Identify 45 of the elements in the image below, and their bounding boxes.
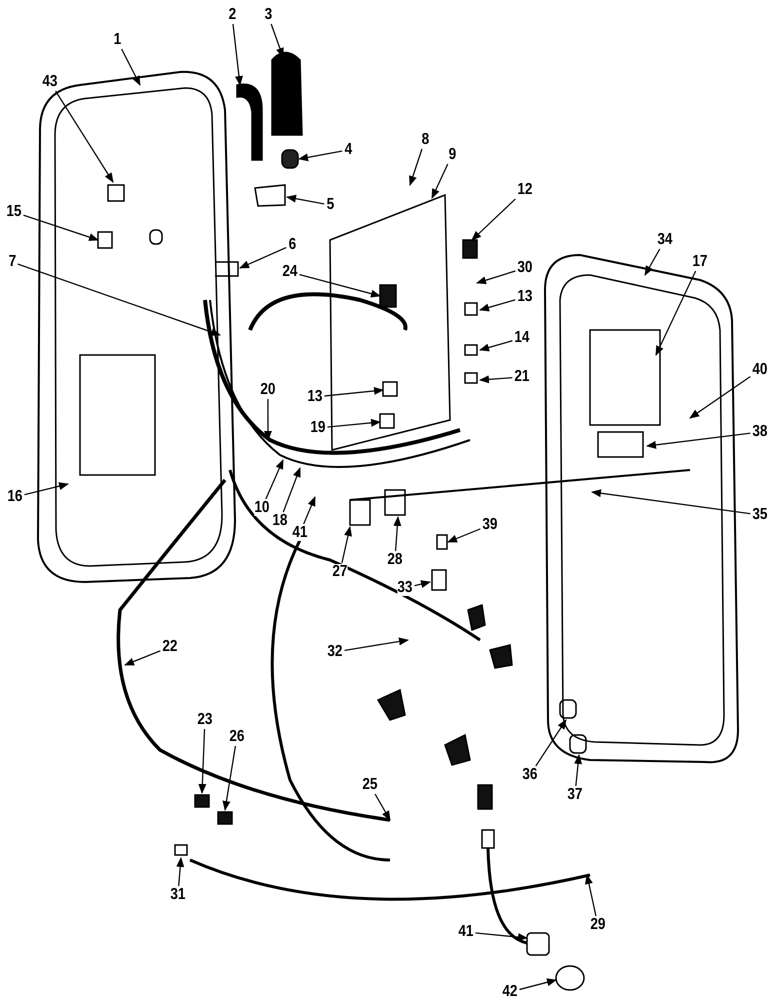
- leader-line: [198, 728, 206, 794]
- leader-line: [286, 194, 324, 205]
- leader-line: [414, 580, 431, 588]
- leader-line: [655, 270, 696, 356]
- leader-line: [239, 247, 286, 269]
- leader-line: [121, 48, 141, 86]
- callout-number: 33: [397, 580, 412, 596]
- leader-line: [265, 459, 284, 500]
- leader-line: [324, 386, 384, 397]
- leader-line: [327, 418, 381, 428]
- leader-line: [535, 719, 567, 766]
- leader-line: [222, 746, 236, 811]
- leader-line: [479, 375, 512, 384]
- leader-line: [374, 794, 391, 821]
- leader-line: [282, 467, 301, 512]
- leader-line: [299, 274, 381, 298]
- leader-line: [476, 270, 516, 284]
- leader-line: [409, 148, 423, 186]
- leader-line: [447, 528, 481, 543]
- leader-line: [24, 482, 69, 496]
- callout-number: 10: [254, 500, 270, 516]
- leader-line: [574, 754, 582, 786]
- leader-line: [232, 24, 243, 86]
- leader-line: [393, 516, 402, 552]
- leader-line: [479, 299, 516, 312]
- leader-line: [646, 432, 750, 449]
- leader-line: [124, 650, 161, 666]
- leader-line: [519, 978, 557, 990]
- callout-number: 41: [292, 525, 308, 541]
- leader-line: [23, 214, 99, 241]
- leader-line: [264, 399, 272, 441]
- leader-line: [479, 340, 512, 352]
- leader-line: [341, 526, 352, 564]
- leader-line: [176, 857, 184, 886]
- leader-line: [18, 263, 221, 336]
- leader-line: [585, 874, 597, 916]
- leader-line: [344, 638, 409, 652]
- leader-line: [298, 150, 342, 162]
- leader-line: [591, 489, 750, 514]
- leader-line: [303, 496, 316, 524]
- leader-line: [689, 376, 751, 419]
- leader-line: [475, 932, 528, 942]
- leader-line: [431, 164, 448, 199]
- leader-line: [471, 198, 516, 241]
- leader-line: [644, 248, 660, 276]
